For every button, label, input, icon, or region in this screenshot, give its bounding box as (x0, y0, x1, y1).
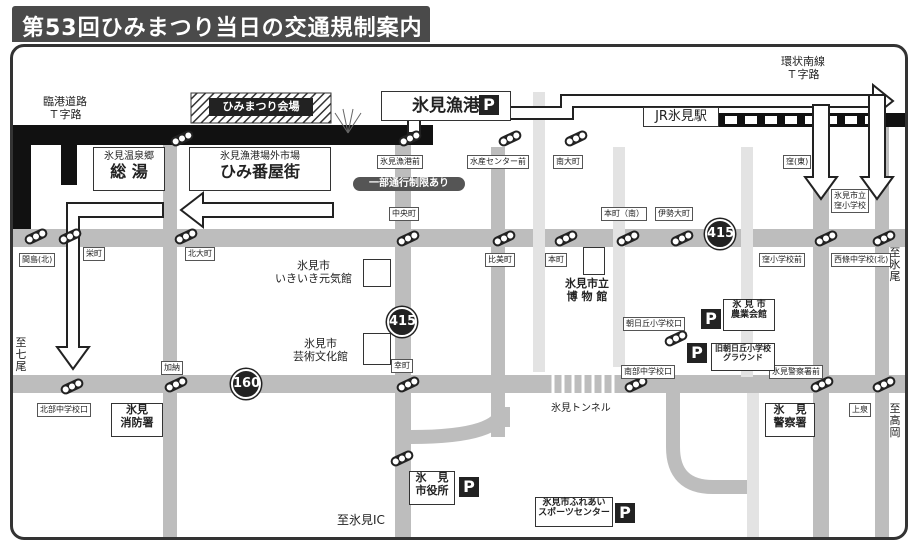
restriction-badge: 一部通行制限あり (353, 177, 465, 191)
route-160-shield: 160 (231, 369, 261, 399)
banyagai-title: ひみ番屋街 (219, 161, 300, 181)
stop-asahigaoka: 朝日丘小学校口 (623, 317, 685, 331)
stop-suisan: 水産センター前 (467, 155, 529, 169)
arrow-south-east2 (859, 94, 895, 201)
direction-himio: 至氷尾 (889, 246, 901, 283)
venue-rays (334, 108, 362, 134)
stop-mashima: 間島(北) (19, 253, 56, 267)
hakubutsukan-label: 氷見市立 博 物 館 (565, 277, 609, 304)
ground-box: 旧朝日丘小学校 グラウンド (711, 343, 775, 371)
stop-hokubu: 北部中学校口 (37, 403, 91, 417)
traffic-map: 臨港道路 Ｔ字路 環状南線 Ｔ字路 ひみまつり会場 氷見漁港 P JR氷見駅 氷… (10, 44, 908, 540)
road-curve-city (410, 406, 510, 444)
stop-nanbu: 南部中学校口 (621, 365, 675, 379)
lane-d (747, 393, 759, 537)
road-v1 (163, 145, 177, 537)
rinko-t-junction: 臨港道路 Ｔ字路 (43, 95, 87, 122)
direction-nanao: 至七尾 (15, 336, 27, 373)
stop-honmachi: 本町 (545, 253, 567, 267)
arrow-west-south (55, 202, 164, 371)
sports-center-box: 氷見市ふれあい スポーツセンター (535, 497, 613, 527)
shiyakusho-box: 氷 見 市役所 (409, 471, 455, 505)
bunkakan-label: 氷見市 芸術文化館 (293, 337, 348, 364)
direction-takaoka: 至高岡 (889, 402, 901, 439)
stop-keisatsu-mae: 氷見警察署前 (769, 365, 823, 379)
fishing-port-name: 氷見漁港 (412, 96, 480, 116)
stop-saiwai: 幸町 (391, 359, 413, 373)
route-415-shield-east: 415 (705, 219, 735, 249)
road-curve-sports (666, 393, 753, 494)
venue-label: ひみまつり会場 (209, 98, 313, 116)
parking-icon-nokaikan: P (701, 309, 721, 329)
tunnel-label: 氷見トンネル (551, 403, 611, 414)
stop-uwaizumi: 上泉 (849, 403, 871, 417)
road-v5 (875, 117, 889, 537)
banyagai-box: 氷見漁港場外市場 ひみ番屋街 (189, 147, 331, 191)
hakubutsukan-building (583, 247, 605, 275)
stop-kano: 加納 (161, 361, 183, 375)
shobosho-box: 氷見 消防署 (111, 403, 163, 437)
kanjo-t-junction: 環状南線 Ｔ字路 (781, 55, 825, 82)
stop-minamioomachi: 南大町 (553, 155, 583, 169)
stop-sakaemachi: 栄町 (83, 247, 105, 261)
road-upper (13, 229, 905, 247)
arrow-south-east1 (803, 104, 839, 201)
stop-gyokomae: 氷見漁港前 (377, 155, 423, 169)
banyagai-subtitle: 氷見漁港場外市場 (220, 151, 300, 162)
stop-hinomiya: 比美町 (485, 253, 515, 267)
parking-icon-sports: P (615, 503, 635, 523)
venue-road-west (13, 125, 31, 237)
stop-nishijo: 西條中学校(北) (831, 253, 892, 267)
map-title: 第53回ひみまつり当日の交通規制案内 (22, 16, 423, 41)
stop-kitaomachi: 北大町 (185, 247, 215, 261)
keisatsusho-box: 氷 見 警察署 (765, 403, 815, 437)
lane-b (613, 147, 625, 367)
traffic-signals (24, 130, 896, 467)
souyu-box: 氷見温泉郷 総 湯 (93, 147, 165, 191)
road-v3 (491, 147, 505, 437)
bunkakan-building (363, 333, 391, 365)
parking-icon-city-hall: P (459, 477, 479, 497)
detour-arrows (55, 82, 895, 371)
parking-icon-port: P (479, 95, 499, 115)
direction-ic: 至氷見IC (337, 513, 385, 527)
venue-road (13, 125, 433, 145)
lane-a (533, 92, 545, 372)
tunnel-hatch (551, 375, 615, 393)
genkikan-building (363, 259, 391, 287)
parking-icon-ground: P (687, 343, 707, 363)
genkikan-label: 氷見市 いきいき元気館 (275, 259, 352, 286)
souyu-subtitle: 氷見温泉郷 (104, 151, 154, 162)
stop-chuomachi: 中央町 (389, 207, 419, 221)
route-415-shield-center: 415 (387, 307, 417, 337)
stop-hon-minami: 本町（南） (601, 207, 647, 221)
stop-tsubone-sho: 氷見市立 窪小学校 (831, 189, 869, 213)
souyu-title: 総 湯 (110, 161, 148, 181)
arrow-west-center (179, 190, 334, 230)
venue-road-branch (61, 125, 77, 185)
stop-isemachi: 伊勢大町 (655, 207, 693, 221)
title-banner: 第53回ひみまつり当日の交通規制案内 (12, 6, 430, 42)
stop-tsubone-higashi: 窪(東) (783, 155, 812, 169)
noukaikan-box: 氷 見 市 農業会館 (723, 299, 775, 331)
road-v4 (813, 117, 829, 537)
jr-station-label: JR氷見駅 (643, 107, 719, 127)
stop-tsubone-mae: 窪小学校前 (759, 253, 805, 267)
